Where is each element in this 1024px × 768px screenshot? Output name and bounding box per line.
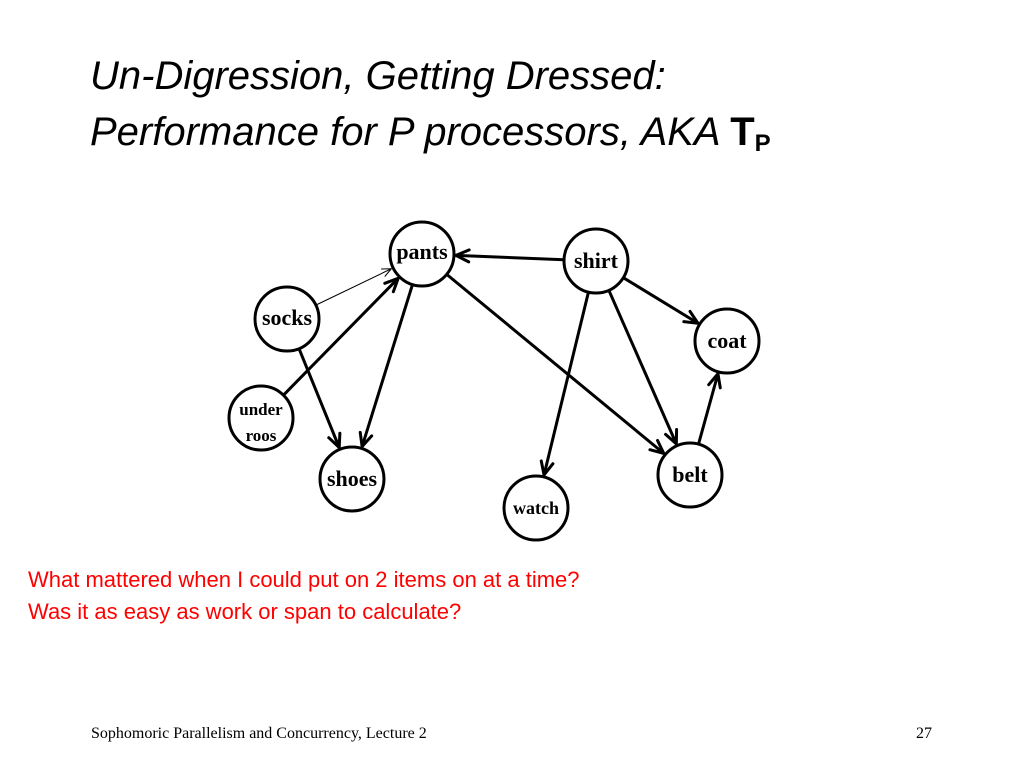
edge-shirt-to-coat	[622, 276, 700, 325]
graph-nodes: pants shirt socks coat under roos shoes watch be…	[227, 220, 761, 542]
title-line-1: Un-Digression, Getting Dressed:	[90, 54, 666, 98]
node-shirt-circle	[562, 227, 630, 295]
node-underroos: under roos	[227, 384, 295, 452]
node-watch-circle	[502, 474, 570, 542]
node-shirt-label: shirt	[574, 248, 619, 273]
edge-socks-to-pants	[315, 268, 392, 306]
title-line-2-text: Performance for P processors, AKA	[90, 110, 731, 154]
title-t: T	[730, 110, 755, 154]
footer-course: Sophomoric Parallelism and Concurrency, …	[91, 725, 427, 742]
node-underroos-circle	[227, 384, 295, 452]
question-text: What mattered when I could put on 2 item…	[28, 564, 988, 628]
node-coat-circle	[693, 307, 761, 375]
node-socks-label: socks	[262, 305, 313, 330]
node-shoes-label: shoes	[327, 466, 378, 491]
node-coat-label: coat	[707, 328, 747, 353]
node-shoes-circle	[318, 445, 386, 513]
node-socks: socks	[253, 285, 321, 353]
node-shoes: shoes	[318, 445, 386, 513]
node-watch-label: watch	[513, 498, 559, 518]
question-line-1: What mattered when I could put on 2 item…	[28, 567, 580, 592]
title-line-2: Performance for P processors, AKA TP	[90, 104, 990, 172]
slide-title: Un-Digression, Getting Dressed: Performa…	[90, 48, 990, 172]
edge-pants-to-belt	[445, 273, 666, 455]
question-line-2: Was it as easy as work or span to calcul…	[28, 599, 462, 624]
title-p-subscript: P	[754, 130, 771, 157]
edge-belt-to-coat	[697, 372, 722, 445]
edge-shirt-to-belt	[607, 289, 679, 446]
node-pants-circle	[388, 220, 456, 288]
node-pants-label: pants	[396, 239, 448, 264]
node-watch: watch	[502, 474, 570, 542]
node-underroos-label-2: roos	[246, 426, 277, 445]
edge-shirt-to-pants	[454, 248, 565, 264]
node-belt-label: belt	[672, 462, 708, 487]
node-underroos-label: under	[239, 400, 283, 419]
graph-edges	[282, 248, 722, 477]
node-pants: pants	[388, 220, 456, 288]
edge-underroos-to-pants	[282, 276, 400, 397]
node-shirt: shirt	[562, 227, 630, 295]
edge-socks-to-shoes	[297, 348, 342, 450]
title-tp-symbol: TP	[730, 110, 771, 157]
node-socks-circle	[253, 285, 321, 353]
edge-pants-to-shoes	[358, 284, 414, 449]
node-belt: belt	[656, 441, 724, 509]
edge-shirt-to-watch	[539, 291, 590, 477]
footer-page-number: 27	[916, 725, 932, 742]
node-coat: coat	[693, 307, 761, 375]
node-belt-circle	[656, 441, 724, 509]
